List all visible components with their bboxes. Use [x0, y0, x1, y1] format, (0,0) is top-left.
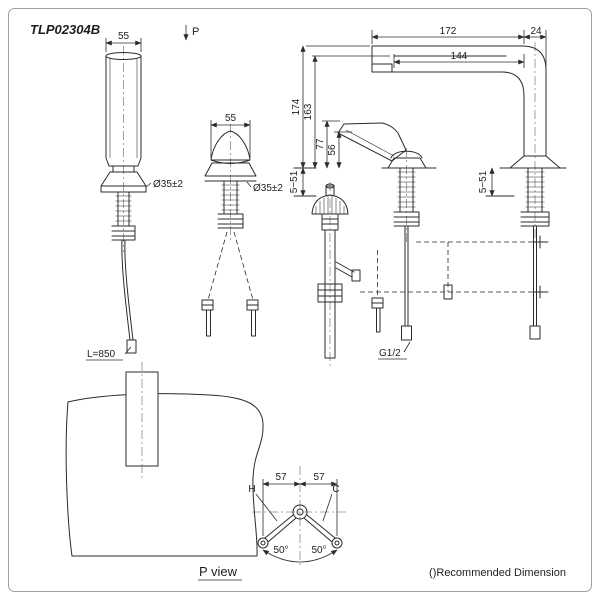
dim-thread: G1/2 [379, 348, 401, 359]
dimension-spout-diameter: Ø35±2 [145, 179, 183, 190]
dimension-handle-width: 55 [210, 113, 251, 158]
dim-144: 144 [451, 51, 468, 62]
spout-front-view [100, 46, 147, 354]
hole-pattern: 57 57 H C 50° 50° [248, 466, 348, 568]
recommended-dimension-note: ()Recommended Dimension [429, 567, 566, 579]
p-marker-label: P [192, 26, 199, 38]
supply-lines [360, 235, 549, 333]
dimension-handle-diameter: Ø35±2 [246, 181, 283, 194]
dim-55-handle: 55 [225, 113, 237, 124]
dim-55-spout: 55 [118, 31, 130, 42]
dim-dia-handle: Ø35±2 [253, 183, 283, 194]
dim-56: 56 [327, 144, 338, 156]
cold-hole-label: C [332, 484, 339, 495]
dim-77: 77 [315, 138, 326, 150]
handle-side-view [337, 122, 427, 341]
dim-57-right: 57 [313, 472, 325, 483]
p-view-label-group: P view [198, 564, 242, 581]
p-direction-marker: P [183, 25, 199, 41]
popup-drain [311, 182, 361, 368]
dim-174: 174 [291, 98, 302, 115]
dim-57-left: 57 [275, 472, 287, 483]
dimension-spout-width: 55 [105, 31, 142, 52]
dim-24: 24 [530, 26, 542, 37]
dim-deck-right: 5~51 [478, 170, 489, 193]
dim-hose-length: L=850 [87, 349, 116, 360]
counter-outline-p-view [65, 362, 264, 557]
p-view-label: P view [199, 564, 238, 579]
angle-50-right: 50° [311, 545, 326, 556]
hot-hole-label: H [248, 484, 255, 495]
model-number: TLP02304B [30, 22, 100, 37]
thread-size-label: G1/2 [378, 341, 411, 360]
handle-front-view [201, 124, 259, 337]
side-view-dimensions: 172 24 144 174 163 77 56 5~51 5~51 [289, 26, 547, 197]
dim-163: 163 [303, 103, 314, 120]
dim-172: 172 [440, 26, 457, 37]
dim-deck-left: 5~51 [289, 170, 300, 193]
angle-50-left: 50° [273, 545, 288, 556]
hose-length-label: L=850 [86, 346, 132, 361]
dim-dia-spout: Ø35±2 [153, 179, 183, 190]
